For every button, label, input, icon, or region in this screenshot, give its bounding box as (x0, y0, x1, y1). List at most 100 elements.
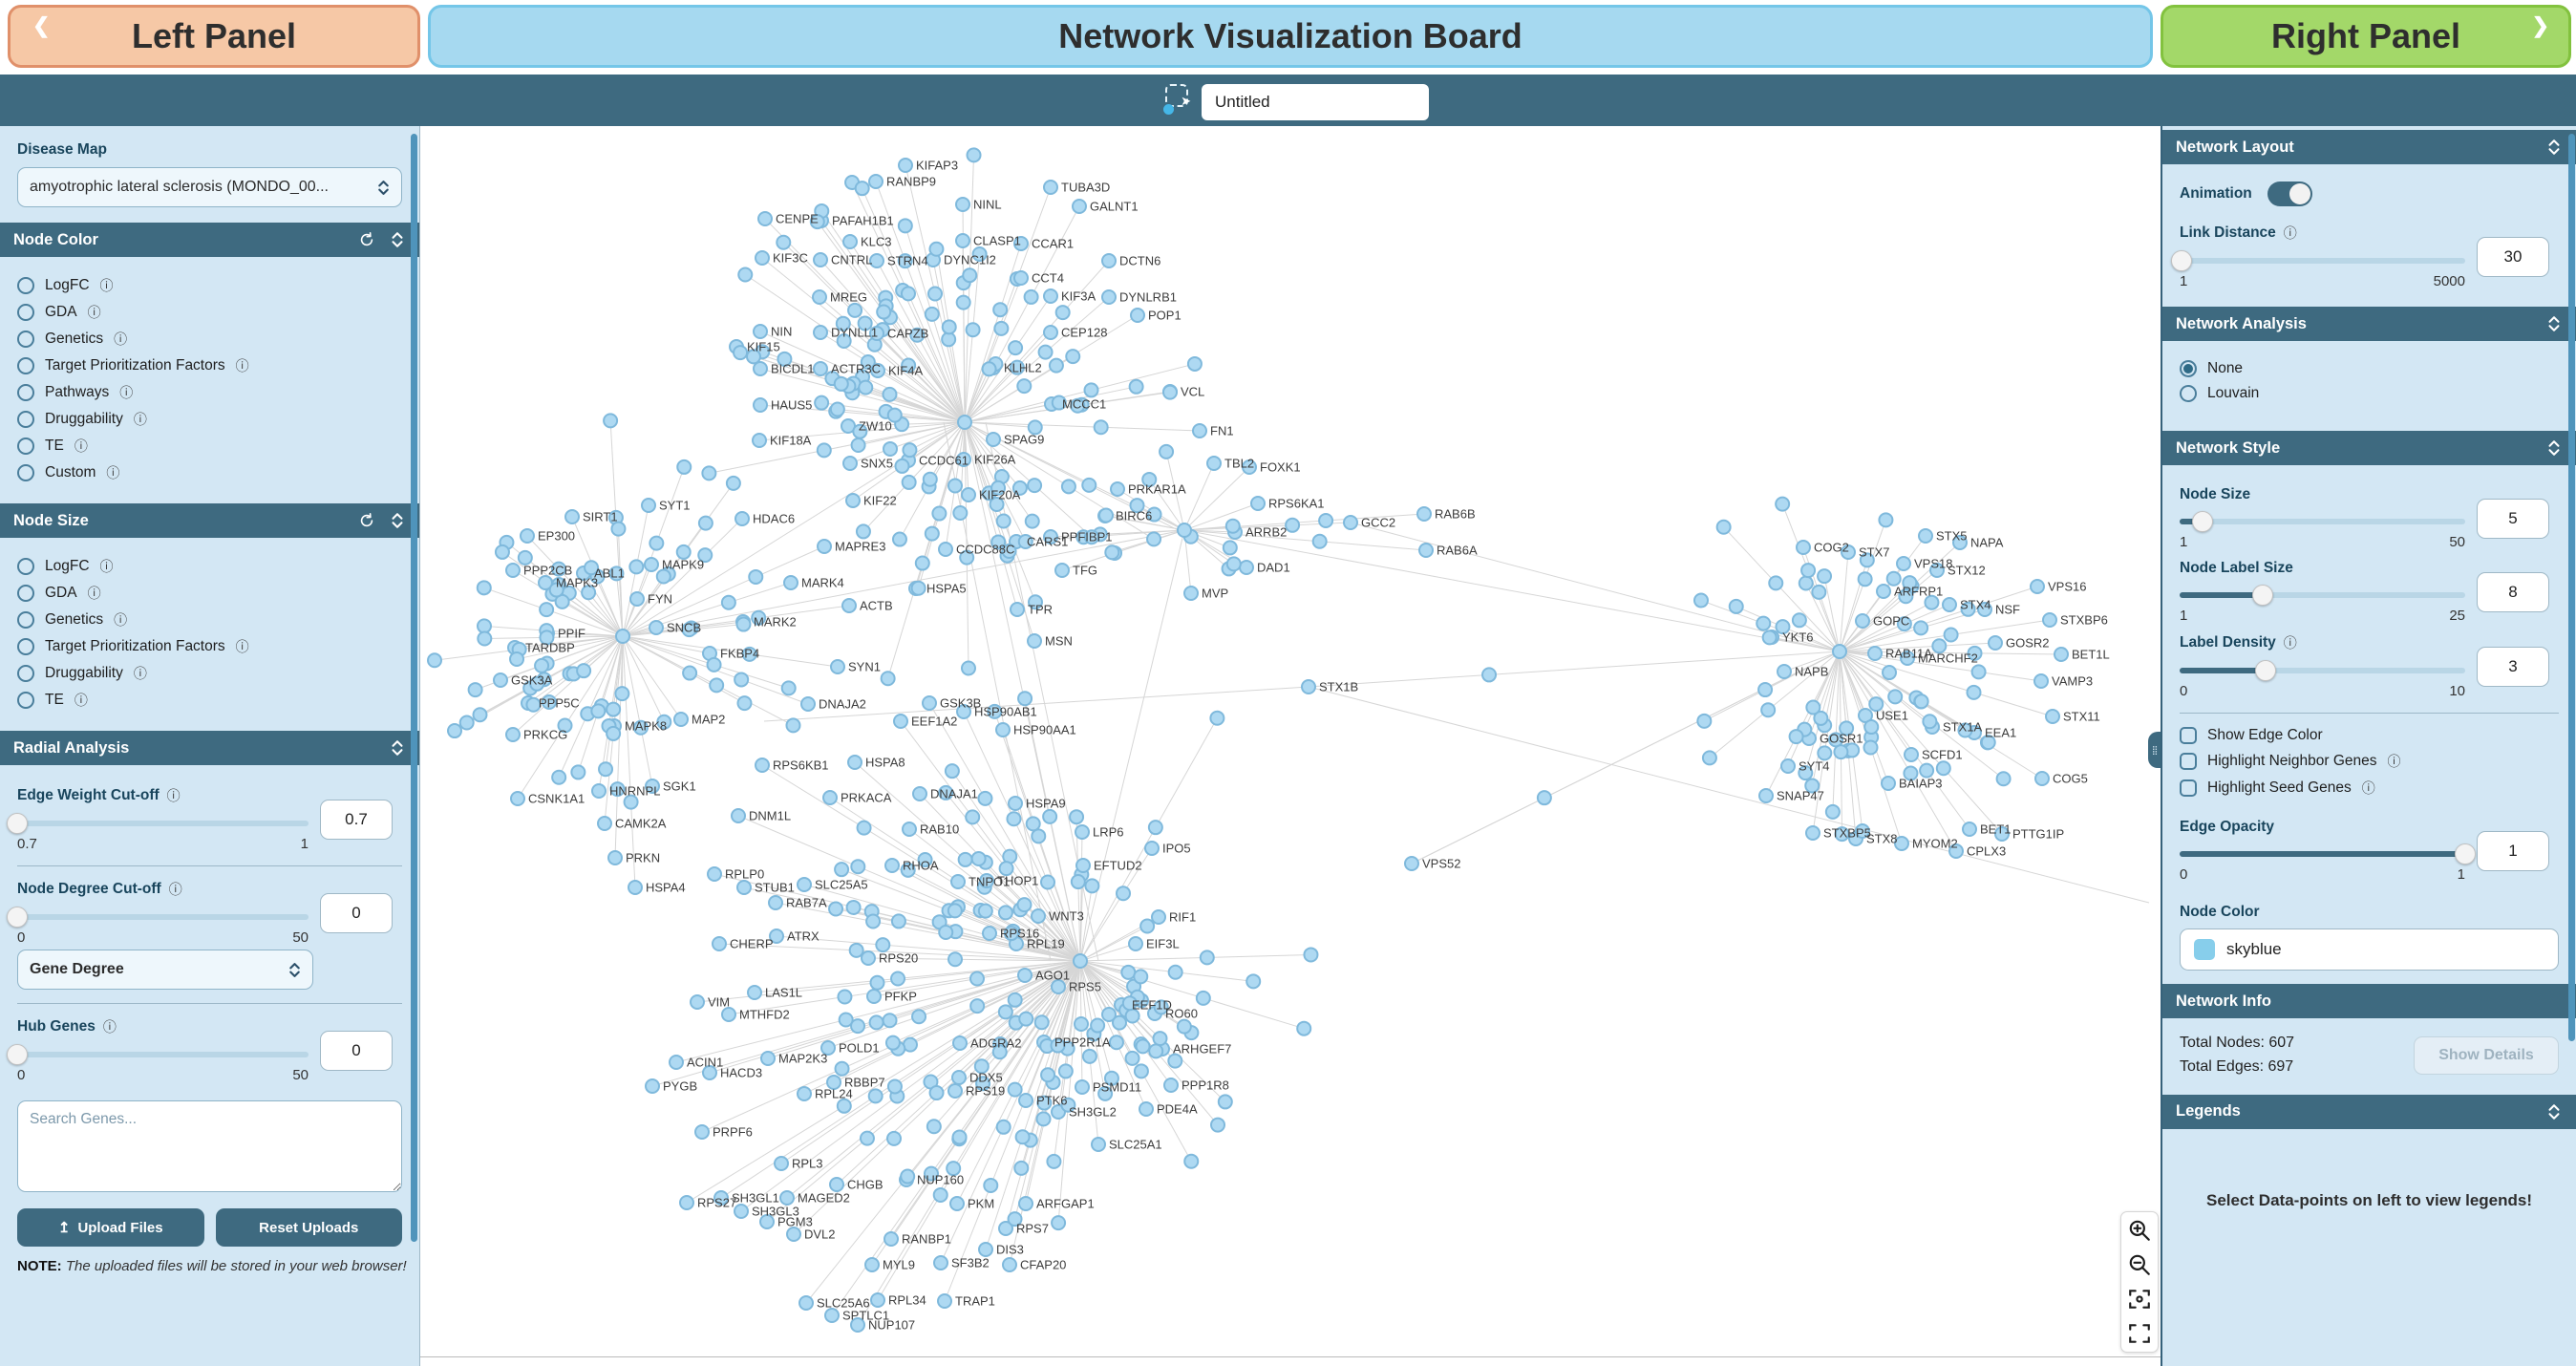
graph-node[interactable] (1037, 344, 1054, 360)
graph-node[interactable] (1416, 506, 1432, 522)
graph-node[interactable] (697, 515, 713, 531)
graph-node[interactable] (938, 925, 954, 941)
graph-node[interactable] (1110, 481, 1125, 497)
graph-node[interactable] (1209, 710, 1225, 726)
graph-node[interactable] (977, 903, 993, 919)
graph-node[interactable] (427, 652, 442, 669)
graph-node[interactable] (701, 465, 717, 481)
graph-node[interactable] (1007, 992, 1023, 1008)
slider-value-input[interactable]: 0.7 (320, 799, 393, 840)
graph-node[interactable] (1859, 552, 1875, 568)
graph-node[interactable] (1957, 722, 1973, 738)
graph-node[interactable] (1904, 747, 1919, 762)
graph-node[interactable] (736, 695, 753, 712)
graph-node[interactable] (991, 1044, 1008, 1060)
graph-node[interactable] (759, 1214, 775, 1229)
graph-node[interactable] (1139, 918, 1156, 934)
search-genes-input[interactable] (17, 1100, 402, 1192)
graph-node[interactable] (1116, 886, 1131, 902)
graph-node[interactable] (649, 620, 664, 635)
graph-node[interactable] (576, 663, 592, 679)
graph-node[interactable] (917, 851, 933, 867)
graph-node[interactable] (1183, 586, 1199, 601)
right-panel-drag-handle[interactable]: ⣿ (2148, 732, 2161, 768)
radio-control[interactable] (2180, 360, 2197, 377)
graph-node[interactable] (1943, 627, 1959, 643)
graph-node[interactable] (1128, 378, 1144, 395)
graph-node[interactable] (608, 566, 625, 582)
graph-node[interactable] (922, 471, 938, 487)
graph-node[interactable] (702, 1065, 717, 1080)
graph-node[interactable] (800, 696, 816, 712)
graph-node[interactable] (2042, 612, 2057, 628)
slider-track[interactable] (2180, 660, 2465, 681)
info-icon[interactable]: ⓘ (99, 278, 114, 293)
right-panel-scrollbar[interactable] (2568, 134, 2575, 1041)
graph-node[interactable] (1027, 633, 1042, 649)
animation-toggle[interactable] (2267, 181, 2312, 206)
graph-node[interactable] (1112, 1014, 1128, 1031)
graph-node[interactable] (1796, 540, 1811, 555)
graph-node[interactable] (860, 354, 876, 371)
graph-node[interactable] (1013, 1160, 1030, 1176)
graph-node[interactable] (814, 395, 830, 411)
slider-track[interactable] (7, 813, 309, 834)
graph-node[interactable] (1043, 529, 1058, 544)
graph-node[interactable] (1854, 823, 1870, 840)
graph-node[interactable] (841, 598, 857, 613)
graph-node[interactable] (1100, 1007, 1117, 1023)
graph-node[interactable] (962, 267, 978, 284)
chevron-updown-icon[interactable] (389, 231, 406, 248)
graph-node[interactable] (1919, 762, 1935, 779)
graph-node[interactable] (458, 715, 475, 731)
info-icon[interactable]: ⓘ (114, 612, 128, 628)
graph-node[interactable] (938, 784, 954, 800)
info-icon[interactable]: ⓘ (2361, 780, 2375, 796)
show-details-button[interactable]: Show Details (2414, 1035, 2559, 1075)
slider-thumb[interactable] (2252, 585, 2274, 606)
graph-node[interactable] (1768, 575, 1784, 591)
graph-node[interactable] (951, 1070, 967, 1085)
graph-node[interactable] (1250, 496, 1266, 511)
graph-node[interactable] (869, 974, 885, 991)
info-icon[interactable]: ⓘ (106, 465, 120, 480)
graph-node[interactable] (1206, 456, 1222, 471)
graph-node[interactable] (833, 375, 849, 392)
graph-node[interactable] (707, 866, 722, 882)
radio-control[interactable] (17, 665, 34, 682)
graph-node[interactable] (835, 315, 851, 331)
graph-node[interactable] (1103, 1070, 1119, 1086)
graph-node[interactable] (912, 786, 927, 801)
graph-node[interactable] (1003, 926, 1019, 942)
graph-node[interactable] (961, 487, 976, 502)
graph-node[interactable] (1083, 382, 1099, 398)
graph-node[interactable] (836, 333, 852, 350)
graph-node[interactable] (1894, 836, 1909, 851)
graph-node[interactable] (842, 456, 858, 471)
graph-node[interactable] (446, 723, 462, 739)
graph-node[interactable] (768, 895, 783, 910)
graph-node[interactable] (959, 549, 975, 566)
graph-node[interactable] (897, 253, 913, 269)
graph-node[interactable] (779, 1190, 795, 1206)
graph-node[interactable] (1857, 571, 1873, 587)
graph-node[interactable] (850, 859, 866, 875)
graph-node[interactable] (990, 534, 1007, 550)
graph-node[interactable] (1072, 199, 1087, 214)
graph-node[interactable] (926, 1119, 942, 1135)
radio-control[interactable] (17, 638, 34, 655)
collapse-right-chevron[interactable]: ❯ (2531, 13, 2549, 37)
graph-node[interactable] (669, 1055, 684, 1070)
graph-node[interactable] (1035, 1111, 1052, 1127)
graph-node[interactable] (1104, 544, 1120, 561)
graph-node[interactable] (1167, 964, 1183, 980)
graph-node[interactable] (826, 1075, 841, 1090)
graph-node[interactable] (857, 315, 873, 331)
graph-node[interactable] (472, 707, 488, 723)
graph-node[interactable] (884, 858, 900, 873)
graph-node[interactable] (752, 433, 767, 448)
